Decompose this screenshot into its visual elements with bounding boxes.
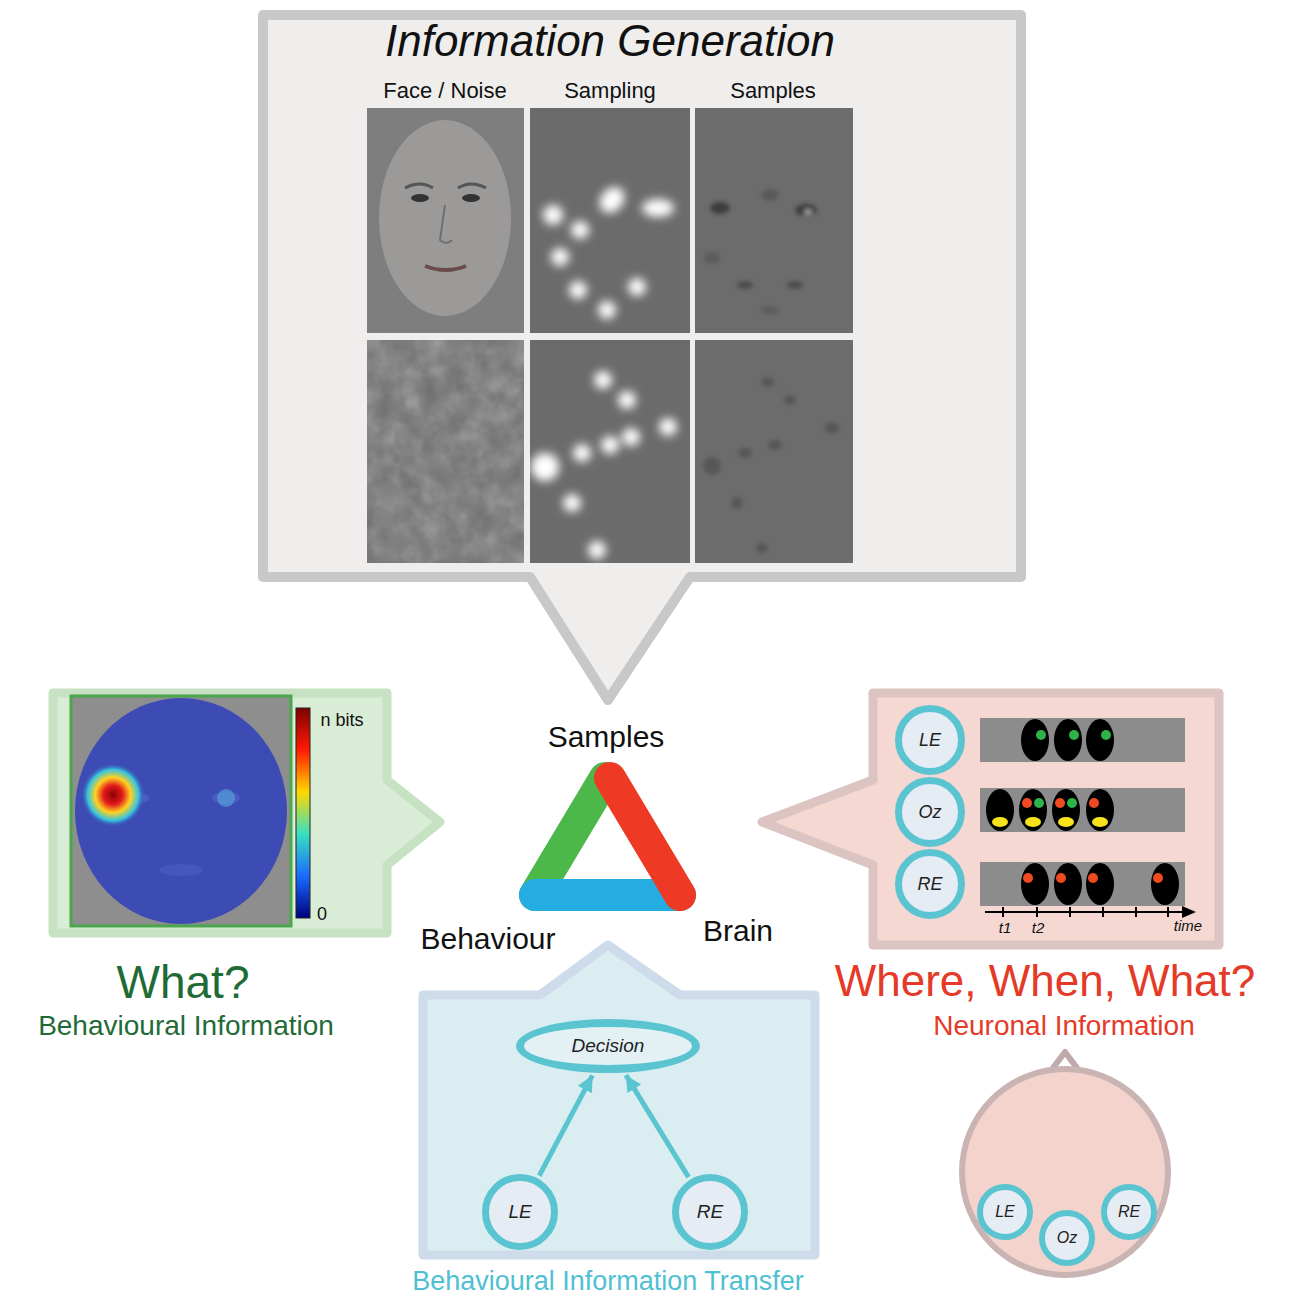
text-label: time: [1038, 917, 1299, 934]
node-label: Oz: [1057, 1229, 1077, 1247]
electrode-circle: RE: [1101, 1184, 1157, 1240]
text-label: Face / Noise: [295, 78, 595, 103]
node-label: LE: [919, 730, 941, 751]
callout-shape: [762, 693, 1219, 945]
callout-panel: Where, When, What?Neuronal InformationLE…: [868, 688, 1224, 950]
panel-subheading: Neuronal Information: [664, 1010, 1299, 1042]
panel-heading: Information Generation: [210, 16, 1010, 67]
triangle-symbol: [535, 778, 680, 895]
electrode-circle: LE: [482, 1174, 558, 1250]
node-label: LE: [995, 1203, 1015, 1221]
callout-shape: [423, 945, 815, 1255]
node-label: RE: [1118, 1203, 1140, 1221]
sampled-image: [695, 108, 853, 563]
node-label: RE: [917, 874, 942, 895]
timeline-bars: [980, 718, 1196, 918]
noise-image: [367, 340, 524, 563]
face-image: [367, 108, 524, 333]
text-label: Samples: [623, 78, 923, 103]
callout-panel: Behavioural Information TransferDecision…: [418, 990, 820, 1260]
text-label: t2: [888, 919, 1188, 936]
text-label: n bits: [192, 710, 492, 731]
head-outline: [962, 1052, 1168, 1275]
electrode-circle: RE: [672, 1174, 748, 1250]
text-label: t1: [855, 919, 1155, 936]
arrow-connector: [539, 1075, 592, 1175]
electrode-circle: RE: [895, 849, 965, 919]
panel-subheading: Behavioural Information: [0, 1010, 586, 1042]
text-label: Brain: [588, 914, 888, 949]
panel-heading: What?: [0, 956, 583, 1009]
heatmap-image: [71, 696, 310, 926]
electrode-circle: Oz: [895, 777, 965, 847]
panel-heading: Behavioural Information Transfer: [208, 1266, 1008, 1297]
node-label: LE: [508, 1201, 531, 1223]
arrow-connector: [626, 1075, 689, 1177]
electrode-circle: LE: [977, 1184, 1033, 1240]
node-label: Oz: [918, 802, 941, 823]
sampling-mask: [530, 108, 690, 563]
text-label: Samples: [456, 720, 756, 755]
electrode-circle: Oz: [1039, 1210, 1095, 1266]
text-label: Behaviour: [338, 922, 638, 957]
decision-ellipse: Decision: [516, 1019, 700, 1073]
node-label: Decision: [572, 1035, 645, 1057]
text-label: 0: [172, 904, 472, 925]
panel-heading: Where, When, What?: [645, 956, 1299, 1007]
callout-shape: [53, 693, 440, 933]
callout-shape: [263, 15, 1021, 700]
text-label: Sampling: [460, 78, 760, 103]
electrode-circle: LE: [895, 705, 965, 775]
node-label: RE: [697, 1201, 723, 1223]
